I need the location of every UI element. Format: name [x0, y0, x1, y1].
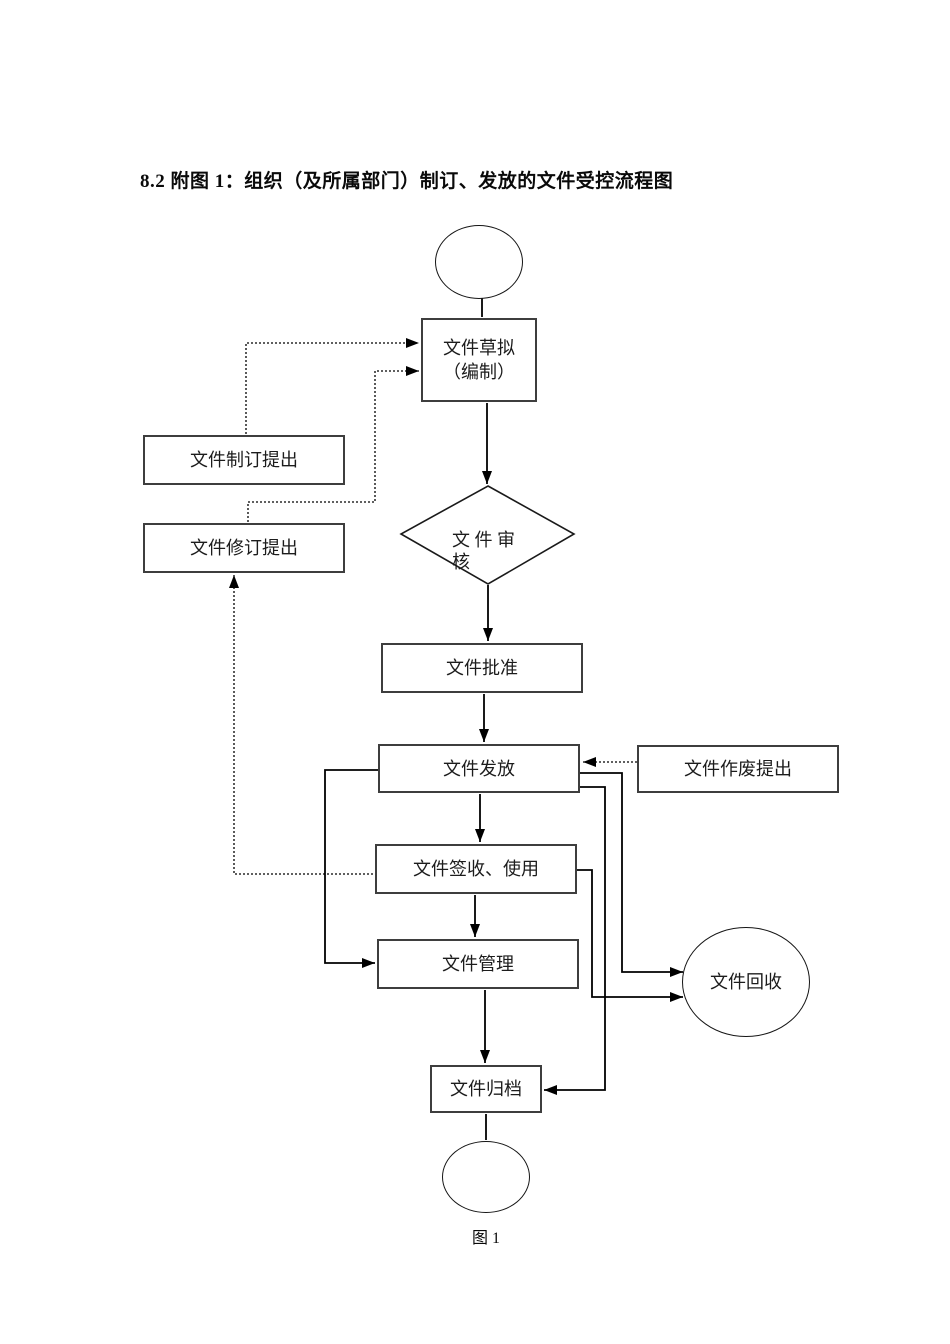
- node-revise-box: 文件修订提出: [143, 523, 345, 573]
- node-manage-label: 文件管理: [442, 954, 514, 974]
- decision-diamond-review: [399, 485, 576, 585]
- node-approve-box: 文件批准: [381, 643, 583, 693]
- node-recycle-label: 文件回收: [710, 972, 782, 992]
- node-review-label: 文 件 审 核: [452, 529, 548, 573]
- connector-issue-manage: [324, 769, 378, 968]
- node-recycle-circle: 文件回收: [682, 927, 810, 1037]
- node-archive-label: 文件归档: [450, 1079, 522, 1099]
- node-approve-label: 文件批准: [446, 658, 518, 678]
- connector-issue-archive: [544, 786, 606, 1095]
- node-propose-box: 文件制订提出: [143, 435, 345, 485]
- node-draft-label-line1: 文件草拟: [443, 338, 515, 358]
- node-sign-label: 文件签收、使用: [413, 859, 539, 879]
- connector-sign-recycle: [577, 869, 683, 1002]
- connector-sign-revise: [229, 575, 377, 875]
- connector-revise-draft: [247, 366, 419, 522]
- page-title: 8.2 附图 1：组织（及所属部门）制订、发放的文件受控流程图: [140, 171, 674, 192]
- node-revise-label: 文件修订提出: [190, 538, 298, 558]
- node-void-box: 文件作废提出: [637, 745, 839, 793]
- node-issue-box: 文件发放: [378, 744, 580, 793]
- figure-caption: 图 1: [471, 1230, 500, 1247]
- node-review-label-line1: 文 件 审: [452, 530, 515, 550]
- node-draft-box: 文件草拟 （编制）: [421, 318, 537, 402]
- node-sign-box: 文件签收、使用: [375, 844, 577, 894]
- node-propose-label: 文件制订提出: [190, 450, 298, 470]
- node-void-label: 文件作废提出: [684, 759, 792, 779]
- node-draft-label-line2: （编制）: [443, 362, 515, 382]
- start-terminal-circle: [435, 225, 523, 299]
- node-manage-box: 文件管理: [377, 939, 579, 989]
- connector-propose-draft: [245, 338, 419, 434]
- end-terminal-circle: [442, 1141, 530, 1213]
- node-review-label-line2: 核: [452, 552, 470, 572]
- node-issue-label: 文件发放: [443, 758, 515, 779]
- node-archive-box: 文件归档: [430, 1065, 542, 1113]
- connector-issue-recycle: [580, 772, 683, 977]
